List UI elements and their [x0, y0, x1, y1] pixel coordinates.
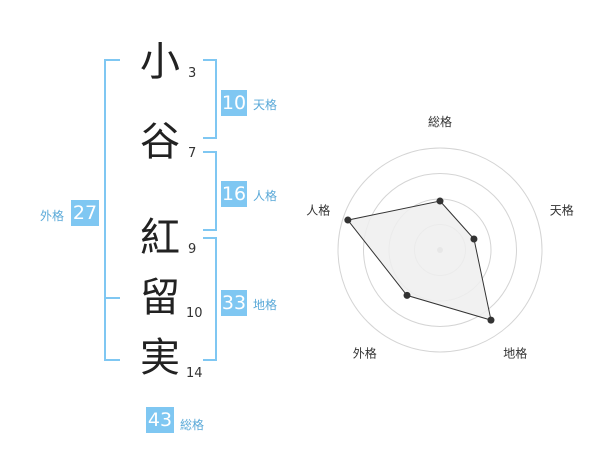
stroke-count-3: 9 [188, 242, 197, 257]
chikaku-value: 33 [221, 290, 247, 316]
chikaku-bracket [203, 237, 217, 361]
radar-ring [363, 173, 517, 327]
name-char-1: 小 [140, 39, 180, 85]
radar-axis-label: 外格 [353, 346, 377, 361]
radar-point [344, 216, 352, 224]
name-char-4: 留 [140, 275, 180, 321]
tenkaku-value: 10 [221, 90, 247, 116]
stroke-count-2: 7 [188, 146, 197, 161]
stroke-count-5: 14 [186, 366, 203, 381]
name-char-2: 谷 [140, 119, 180, 165]
stroke-count-4: 10 [186, 306, 203, 321]
radar-area [346, 200, 492, 321]
radar-point [470, 235, 478, 243]
radar-point [436, 197, 444, 205]
tenkaku-bracket [203, 59, 217, 139]
radar-axis-label: 地格 [503, 346, 527, 361]
soukaku-label: 総格 [180, 418, 205, 432]
radar-point [487, 316, 495, 324]
tenkaku-label: 天格 [253, 98, 278, 112]
gaikaku-bracket-tick [104, 297, 120, 299]
gaikaku-bracket [104, 59, 120, 361]
name-char-5: 実 [140, 335, 180, 381]
radar-axis-label: 天格 [550, 202, 574, 217]
stroke-count-1: 3 [188, 66, 197, 81]
radar-points [344, 197, 495, 324]
jinkaku-bracket [203, 151, 217, 231]
jinkaku-label: 人格 [253, 189, 278, 203]
gaikaku-label: 外格 [40, 209, 65, 223]
radar-axis-label: 総格 [428, 114, 452, 129]
soukaku-value: 43 [146, 407, 174, 433]
radar-ring [337, 147, 543, 353]
radar-point [403, 291, 411, 299]
chikaku-label: 地格 [253, 298, 278, 312]
name-char-3: 紅 [140, 215, 180, 261]
gaikaku-value: 27 [71, 200, 99, 226]
radar-axis-label: 人格 [306, 202, 330, 217]
jinkaku-value: 16 [221, 181, 247, 207]
